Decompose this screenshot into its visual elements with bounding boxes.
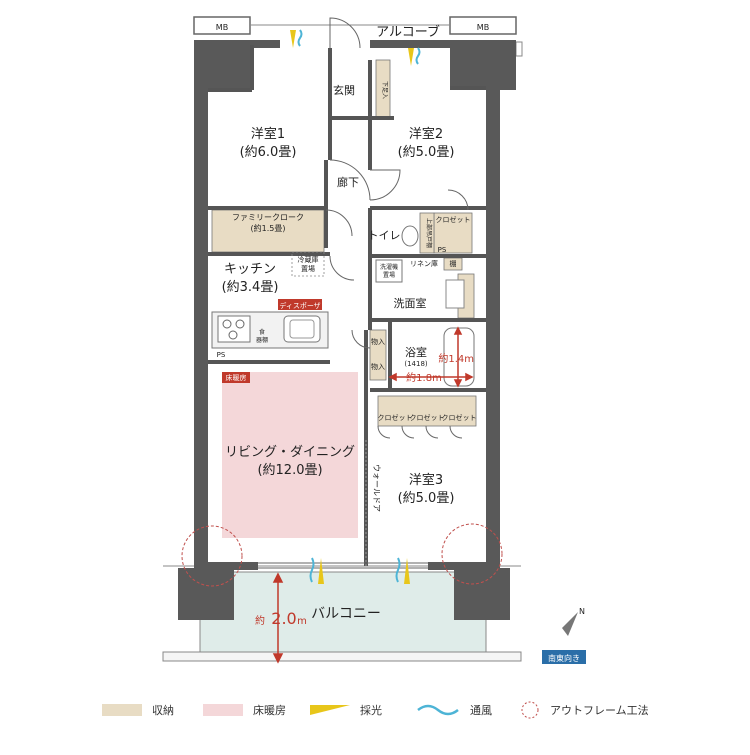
legend-floor-heat: 床暖房 [203, 700, 286, 720]
linen-label: リネン庫 [410, 259, 438, 268]
closet-w2-label: クロゼット [436, 215, 471, 224]
shoe-storage-label: 下足入 [381, 81, 388, 99]
balcony-depth-unit: m [297, 616, 307, 627]
western1-size: (約6.0畳) [240, 145, 297, 160]
mb-left-label: MB [216, 23, 228, 32]
bath-width: 約1.8m [406, 371, 442, 384]
ps-kitchen-label: PS [217, 351, 226, 359]
legend-outframe: アウトフレーム工法 [520, 700, 649, 720]
toilet-label: トイレ [368, 229, 401, 242]
outframe-circle-right [441, 523, 503, 585]
floor-heating-area [222, 372, 358, 538]
light-wind-indicator-top-right [408, 47, 421, 66]
washer-label-2: 置場 [383, 271, 395, 279]
closet-w3-3: クロゼット [442, 413, 477, 422]
disposer-tag [278, 299, 322, 310]
legend-storage: 収納 [102, 700, 174, 720]
balcony-area [199, 571, 487, 653]
wall-door-label: ウォールドア [372, 464, 381, 512]
family-closet-fill [211, 209, 325, 253]
western3-size: (約5.0畳) [398, 491, 455, 506]
family-closet-size: (約1.5畳) [251, 223, 286, 233]
mb-right-label: MB [477, 23, 489, 32]
storage-a-label: 物入 [371, 337, 385, 346]
balcony-depth-prefix: 約 [255, 614, 265, 627]
balcony-depth-arrow [272, 572, 284, 664]
washer-label-1: 洗濯機 [380, 263, 398, 271]
washroom-label: 洗面室 [394, 296, 427, 310]
bath-name: 浴室 [405, 345, 427, 359]
light-wind-indicator-bottom-left [309, 557, 324, 584]
bath-model: (1418) [404, 360, 428, 368]
closets-w3-fill [377, 395, 477, 427]
legend: 収納 床暖房 採光 通風 アウトフレーム工法 [0, 700, 750, 724]
family-closet-name: ファミリークローク [232, 213, 304, 222]
alcove-label: アルコーブ [376, 24, 440, 40]
stove-icon [217, 315, 251, 343]
floor-heat-tag: 床暖房 [226, 373, 247, 382]
floor-plan: MB MB アルコーブ 玄関 下足入 洋室1 (約6.0畳) 洋室2 (約5.0… [162, 16, 586, 664]
legend-light-label: 採光 [360, 704, 382, 717]
storage-b-label: 物入 [371, 362, 385, 371]
closet-w3-2: クロゼット [410, 413, 445, 422]
cupboard-label-2: 器棚 [256, 336, 268, 344]
bath-height: 約1.4m [438, 352, 474, 365]
light-wind-indicator-top-left [290, 29, 303, 48]
closet-w3-1: クロゼット [378, 413, 413, 422]
light-icon [310, 705, 350, 715]
legend-floor-heat-label: 床暖房 [253, 704, 286, 717]
toilet-icon [401, 225, 419, 247]
legend-storage-label: 収納 [152, 704, 174, 717]
ps-toilet-label: PS [438, 246, 447, 254]
sink-icon [283, 315, 321, 343]
column-bottom-right [454, 568, 510, 620]
closet-w2-fill [433, 212, 473, 254]
living-name: リビング・ダイニング [225, 445, 355, 460]
kitchen-size: (約3.4畳) [222, 280, 279, 295]
hallway-label: 廊下 [337, 175, 359, 189]
floor-heat-swatch [203, 704, 243, 716]
column-top-left [194, 40, 250, 90]
western1-name: 洋室1 [251, 126, 285, 142]
balcony-depth-value: 2.0 [271, 609, 296, 628]
compass-icon [542, 612, 586, 664]
western3-name: 洋室3 [409, 472, 443, 488]
bathtub-icon [443, 327, 475, 387]
cupboard-label-1: 食 [259, 328, 265, 336]
balcony-rail [162, 651, 522, 662]
kitchen-name: キッチン [224, 262, 276, 277]
fridge-label-2: 置場 [301, 264, 315, 273]
living-size: (約12.0畳) [257, 463, 322, 478]
entrance-label: 玄関 [333, 83, 355, 97]
storage-swatch [102, 704, 142, 716]
western2-size: (約5.0畳) [398, 145, 455, 160]
compass-north-label: N [579, 607, 585, 616]
legend-wind: 通風 [416, 700, 492, 720]
column-top-right [450, 40, 516, 90]
balcony-label: バルコニー [311, 606, 381, 622]
western2-name: 洋室2 [409, 126, 443, 142]
outframe-icon [521, 701, 539, 719]
legend-outframe-label: アウトフレーム工法 [550, 704, 649, 717]
wind-icon [417, 704, 459, 716]
legend-wind-label: 通風 [470, 704, 492, 717]
column-bottom-left [178, 568, 234, 620]
light-wind-indicator-bottom-right [395, 557, 410, 584]
orientation-badge [542, 650, 586, 664]
toilet-shelf-label: 上部吊戸棚 [425, 218, 433, 248]
legend-light: 採光 [310, 700, 382, 720]
orientation-label: 南東向き [548, 653, 580, 663]
disposer-label: ディスポーザ [279, 301, 320, 310]
shelf-label: 棚 [450, 259, 457, 268]
fridge-label-1: 冷蔵庫 [298, 255, 319, 264]
outframe-circle-left [181, 525, 243, 587]
